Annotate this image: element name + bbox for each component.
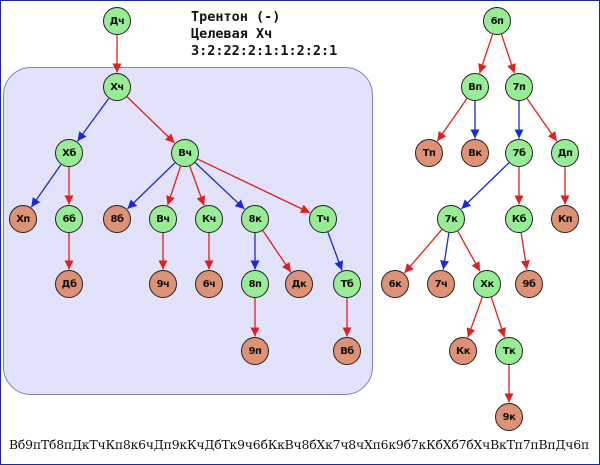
node-vp: Вп: [461, 73, 489, 101]
edge-7k-khk: [457, 230, 481, 272]
node-khch: Хч: [103, 73, 131, 101]
node-9ch: 9ч: [149, 270, 177, 298]
edge-kb-9b: [520, 232, 530, 270]
edge-7p-dp: [526, 98, 558, 142]
node-9p: 9п: [241, 337, 269, 365]
node-kch: Кч: [195, 205, 223, 233]
edge-khch-vch: [126, 96, 176, 144]
node-8p: 8п: [241, 270, 269, 298]
caption-title: Трентон (-): [191, 9, 281, 25]
node-vk: Вк: [461, 139, 489, 167]
node-db: Дб: [55, 270, 83, 298]
node-6p: 6п: [483, 7, 511, 35]
node-6ch: 6ч: [195, 270, 223, 298]
node-vch2: Вч: [149, 205, 177, 233]
caption-path: 3:2:22:2:1:1:2:2:1: [191, 43, 338, 59]
edge-vch-vch2: [166, 166, 182, 206]
edge-vch-8k: [194, 162, 245, 210]
edge-tch-tb: [327, 231, 344, 271]
node-vb: Вб: [333, 337, 361, 365]
node-9b: 9б: [515, 270, 543, 298]
edge-7k-7ch: [440, 232, 450, 270]
node-tp: Тп: [415, 139, 443, 167]
node-tch: Тч: [309, 205, 337, 233]
node-vch: Вч: [171, 139, 199, 167]
edge-vch-8b: [126, 162, 176, 210]
edge-vch-kch: [189, 165, 206, 206]
caption-block: Трентон (-) Целевая Хч 3:2:22:2:1:1:2:2:…: [191, 9, 337, 60]
node-7b: 7б: [505, 139, 533, 167]
node-tk: Тк: [495, 337, 523, 365]
edge-khch-khb: [77, 97, 110, 142]
node-khb: Хб: [55, 139, 83, 167]
edge-7b-7k: [460, 162, 510, 210]
edge-vp-tp: [436, 98, 468, 142]
node-dk: Дк: [285, 270, 313, 298]
node-8k: 8к: [241, 205, 269, 233]
edge-vch-tch: [197, 158, 311, 214]
card-sequence-text: Вб9пТб8пДкТчКп8к6чДп9кКчДбТк9ч6бКкВч8бХк…: [9, 437, 590, 452]
node-9k: 9к: [495, 403, 523, 431]
edge-6p-vp: [478, 34, 494, 74]
node-kp: Кп: [551, 205, 579, 233]
edge-khk-kk: [466, 296, 483, 338]
node-7p: 7п: [505, 73, 533, 101]
node-6k: 6к: [381, 270, 409, 298]
edge-khk-tk: [490, 297, 506, 338]
edge-6p-7p: [500, 34, 516, 74]
node-tb: Тб: [333, 270, 361, 298]
node-kk: Кк: [449, 337, 477, 365]
edge-8k-dk: [262, 230, 292, 273]
edge-khb-khp: [30, 164, 62, 208]
node-7ch: 7ч: [427, 270, 455, 298]
node-kb: Кб: [505, 205, 533, 233]
node-dch: Дч: [103, 7, 131, 35]
node-khp: Хп: [9, 205, 37, 233]
node-8b: 8б: [103, 205, 131, 233]
node-7k: 7к: [437, 205, 465, 233]
edge-7k-6k: [403, 229, 443, 274]
caption-target: Целевая Хч: [191, 26, 273, 42]
node-khk: Хк: [473, 270, 501, 298]
node-6b: 6б: [55, 205, 83, 233]
node-dp: Дп: [551, 139, 579, 167]
